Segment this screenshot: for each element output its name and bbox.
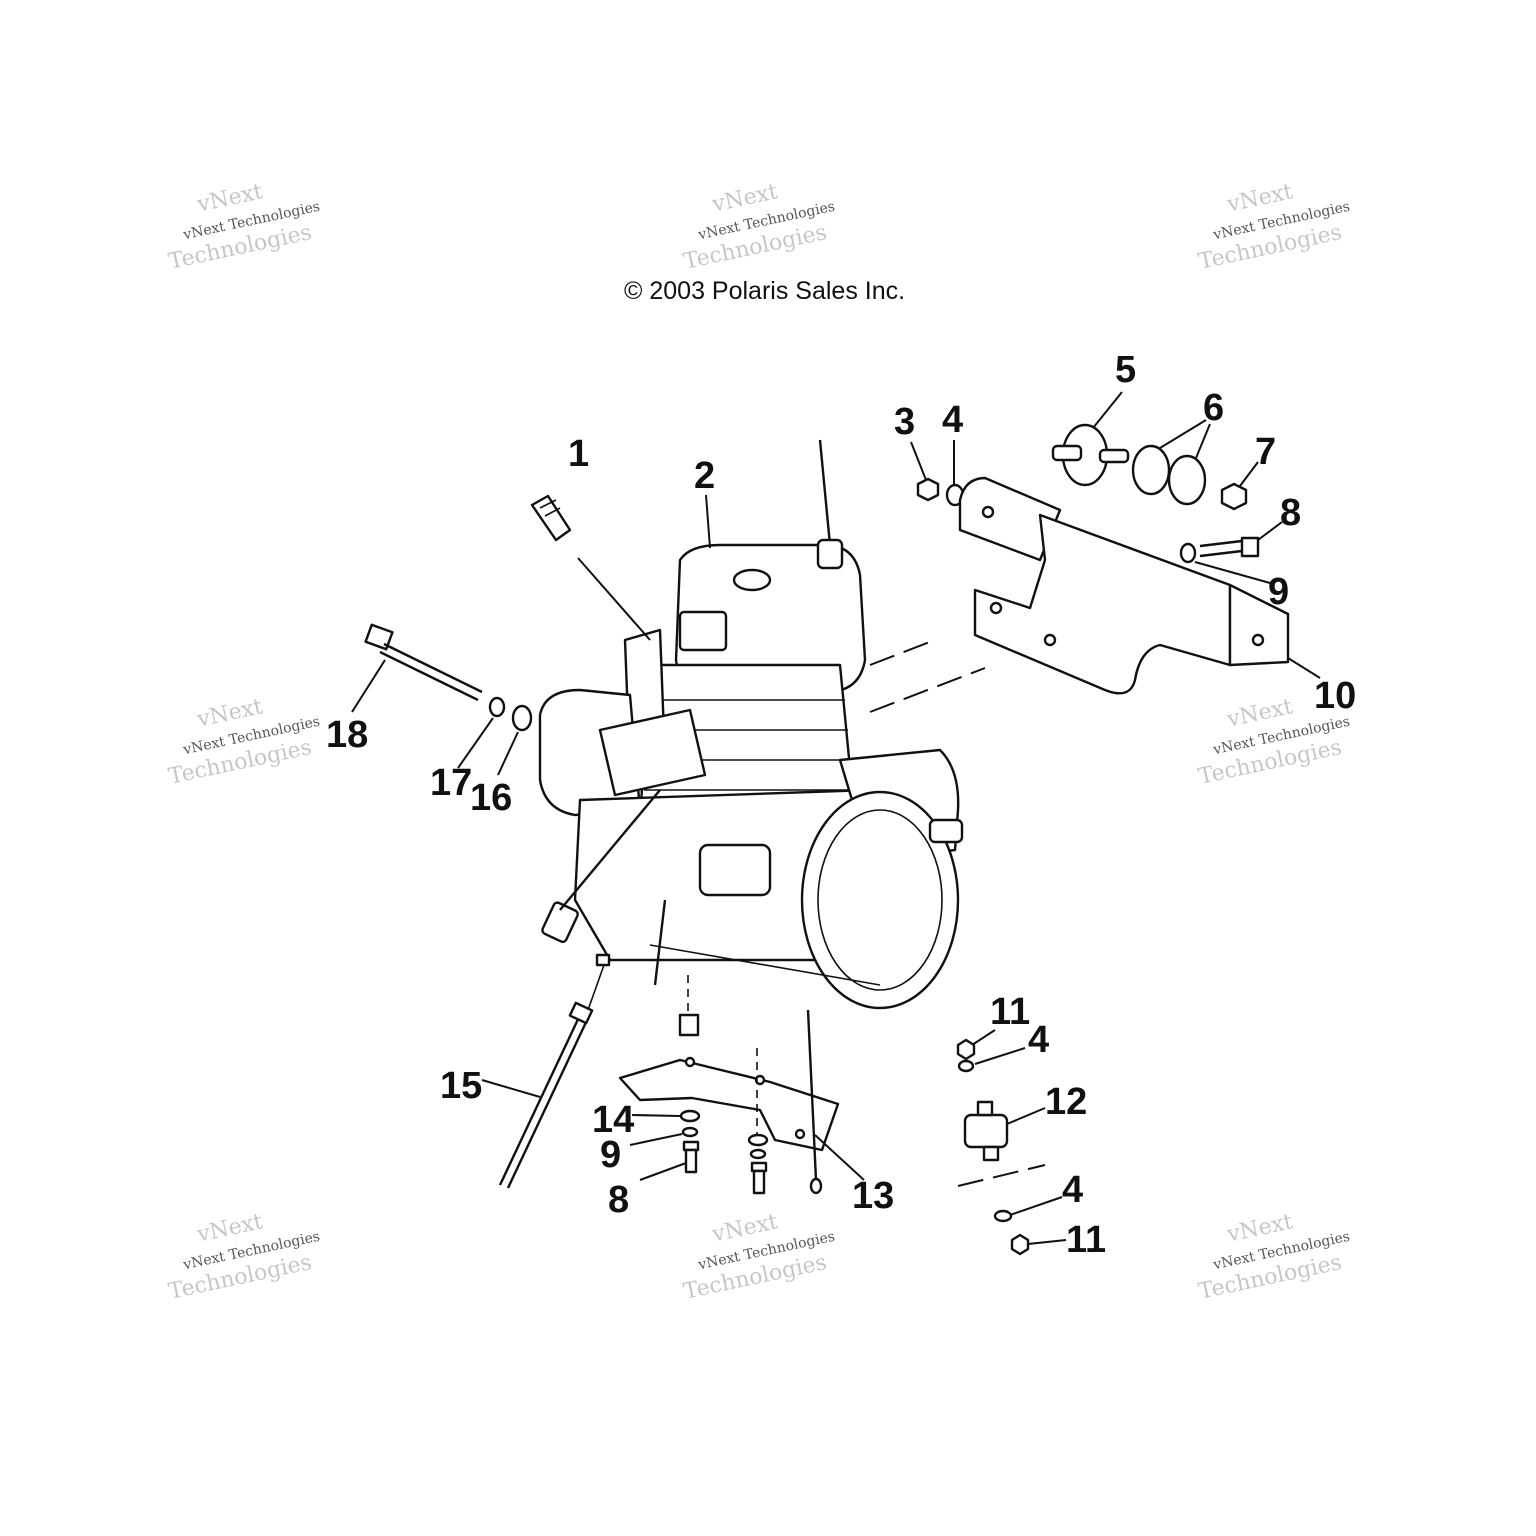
part-17-washer bbox=[488, 696, 506, 718]
callout-2: 2 bbox=[694, 455, 715, 497]
part-8-bolt-top bbox=[1199, 536, 1260, 558]
callout-11-top: 11 bbox=[990, 991, 1030, 1033]
copyright-text: © 2003 Polaris Sales Inc. bbox=[624, 277, 905, 305]
part-4-washer-bottom bbox=[993, 1209, 1013, 1223]
watermark-bottom-center: vNext vNext Technologies Technologies bbox=[681, 1209, 836, 1304]
cable-end bbox=[541, 901, 579, 944]
part-9-washer-top bbox=[1179, 542, 1197, 564]
part-6-washer-a bbox=[1131, 444, 1171, 496]
callout-3: 3 bbox=[894, 401, 915, 443]
part-14-washer-b bbox=[747, 1133, 769, 1147]
engine-assembly bbox=[538, 543, 964, 1010]
part-14-washer bbox=[679, 1109, 701, 1123]
bracket-upper-bolt bbox=[678, 1013, 700, 1037]
callout-4-mid: 4 bbox=[1028, 1019, 1049, 1061]
callout-9-bottom: 9 bbox=[600, 1134, 621, 1176]
part-3-nut bbox=[916, 477, 940, 502]
callout-5: 5 bbox=[1115, 349, 1136, 391]
lower-rod bbox=[806, 1009, 818, 1181]
callout-8-top: 8 bbox=[1280, 492, 1301, 534]
watermark-bottom-left: vNext vNext Technologies Technologies bbox=[166, 1209, 321, 1304]
callout-10: 10 bbox=[1314, 675, 1356, 717]
callout-1: 1 bbox=[568, 433, 589, 475]
callout-15: 15 bbox=[440, 1065, 482, 1107]
watermark-top-left: vNext vNext Technologies Technologies bbox=[166, 179, 321, 274]
crank-shaft-housing bbox=[698, 843, 772, 897]
throttle-cable bbox=[649, 944, 881, 986]
part-11-nut-bottom bbox=[1010, 1233, 1030, 1256]
part-9-washer-bottom bbox=[681, 1126, 699, 1138]
part-4-washer-mid bbox=[957, 1059, 975, 1073]
water-outlet bbox=[928, 818, 964, 844]
part-9-washer-bottom-b bbox=[749, 1148, 767, 1160]
part-5-rubber-mount bbox=[1051, 423, 1130, 487]
watermark-mid-left: vNext vNext Technologies Technologies bbox=[166, 694, 321, 789]
part-6-washer-b bbox=[1167, 454, 1207, 506]
spark-plug-cap bbox=[816, 538, 844, 570]
part-8-bolt-bottom bbox=[682, 1140, 768, 1195]
callout-7: 7 bbox=[1255, 431, 1276, 473]
part-1-sensor bbox=[530, 494, 572, 542]
callout-16: 16 bbox=[470, 777, 512, 819]
part-15-dipstick bbox=[498, 953, 611, 1189]
part-11-nut-upper bbox=[956, 1038, 976, 1061]
head-cover-hole bbox=[732, 568, 772, 592]
part-16-nut bbox=[511, 704, 533, 732]
callout-4-bottom: 4 bbox=[1062, 1169, 1083, 1211]
watermark-bottom-right: vNext vNext Technologies Technologies bbox=[1196, 1209, 1351, 1304]
callout-14: 14 bbox=[592, 1099, 634, 1141]
carburetor bbox=[598, 708, 707, 797]
spark-plug-wire bbox=[818, 439, 832, 546]
callout-17: 17 bbox=[430, 762, 472, 804]
watermark-top-right: vNext vNext Technologies Technologies bbox=[1196, 179, 1351, 274]
part-13-lower-bracket bbox=[618, 1056, 840, 1152]
callout-9-top: 9 bbox=[1268, 571, 1289, 613]
watermark-top-center: vNext vNext Technologies Technologies bbox=[681, 179, 836, 274]
callout-18: 18 bbox=[326, 714, 368, 756]
callout-6: 6 bbox=[1203, 387, 1224, 429]
part-10-engine-bracket bbox=[958, 476, 1290, 695]
part-12-rubber-mount bbox=[963, 1100, 1009, 1162]
callout-13: 13 bbox=[852, 1175, 894, 1217]
choke-cable bbox=[559, 789, 661, 911]
part-7-nut bbox=[1220, 482, 1248, 511]
callout-11-bottom: 11 bbox=[1066, 1219, 1106, 1261]
callout-4-top: 4 bbox=[942, 399, 963, 441]
callout-8-bottom: 8 bbox=[608, 1179, 629, 1221]
part-18-through-bolt bbox=[364, 623, 483, 702]
oil-line bbox=[653, 899, 667, 986]
callout-12: 12 bbox=[1045, 1081, 1087, 1123]
ignition-coil bbox=[678, 610, 728, 652]
recoil-starter-cover bbox=[800, 790, 960, 1010]
